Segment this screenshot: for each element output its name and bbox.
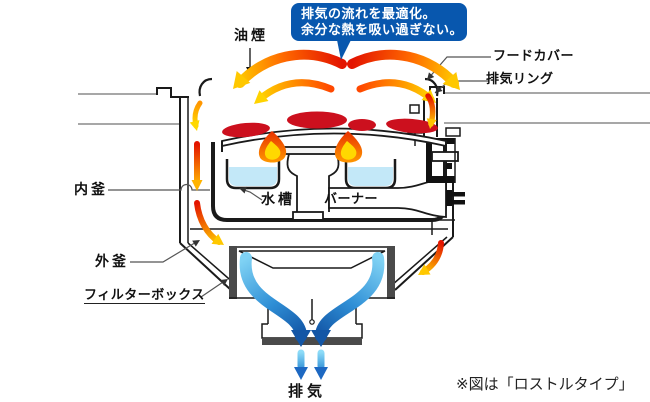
label-burner: バーナー (324, 191, 379, 206)
callout-bubble: 排気の流れを最適化。 余分な熱を吸い過ぎない。 (291, 3, 467, 60)
water-tanks (225, 159, 397, 190)
burner-flames (258, 131, 363, 163)
figure-note: ※図は「ロストルタイプ」 (456, 376, 634, 393)
label-hood-cover: フードカバー (493, 48, 575, 63)
venturi-tube (328, 178, 465, 218)
burner-assembly (286, 153, 340, 221)
label-filter-box: フィルターボックス (84, 287, 205, 305)
heat-spots (222, 111, 438, 138)
label-exhaust: 排気 (288, 383, 327, 400)
exhaust-flow-arrows (239, 252, 385, 380)
label-inner-pot: 内釜 (74, 181, 108, 197)
grill-plate (221, 127, 447, 152)
heat-flow-arrows (189, 49, 460, 275)
label-outer-pot: 外釜 (95, 253, 129, 269)
label-exhaust-ring: 排気リング (486, 71, 554, 86)
callout-line-1: 排気の流れを最適化。 (301, 6, 437, 21)
leader-lines (108, 56, 491, 298)
callout-line-2: 余分な熱を吸い過ぎない。 (301, 21, 464, 37)
label-water-tank: 水槽 (261, 191, 295, 207)
rostle-grate (282, 146, 344, 155)
filter-box-shape (229, 246, 395, 299)
label-oil-smoke: 油煙 (234, 27, 268, 43)
table-surface-lines (78, 92, 650, 125)
